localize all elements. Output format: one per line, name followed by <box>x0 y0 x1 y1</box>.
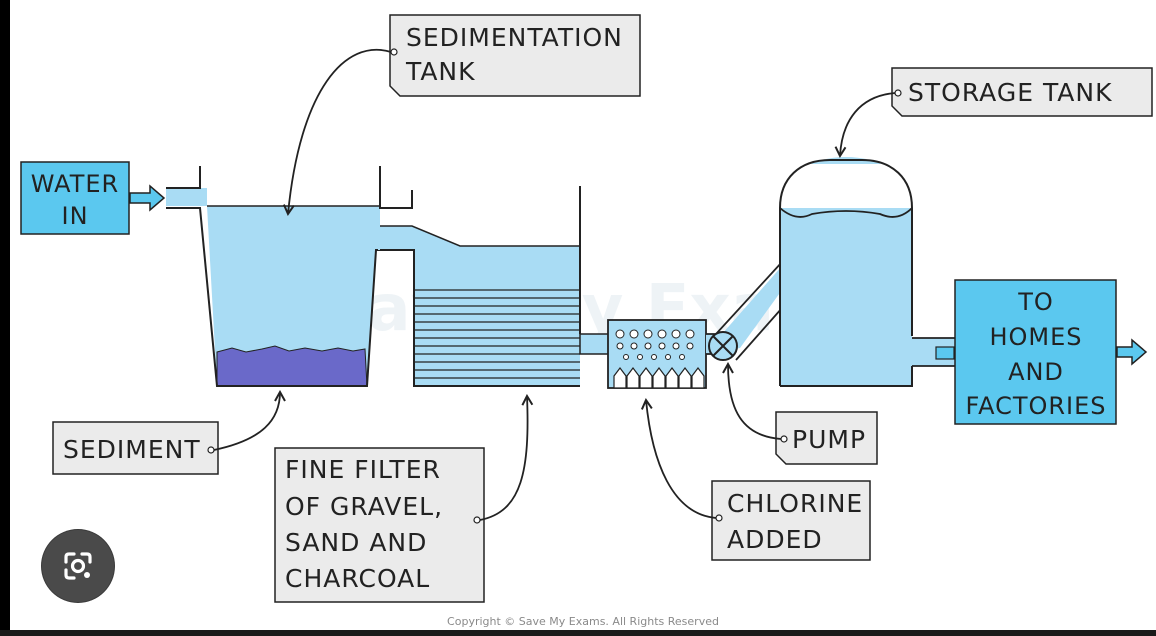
to-homes-line4: FACTORIES <box>965 392 1106 420</box>
sedimentation-tank-label: SEDIMENTATION TANK <box>389 14 641 97</box>
sediment-pointer <box>213 392 280 451</box>
sedimentation-label-line1: SEDIMENTATION <box>406 23 623 52</box>
to-homes-box: TO HOMES AND FACTORIES <box>954 279 1117 425</box>
chlorine-label-line2: ADDED <box>727 525 823 554</box>
connecting-pipe-2 <box>579 333 611 355</box>
outlet-arrow <box>1116 338 1148 366</box>
fine-filter-line3: SAND AND <box>285 528 427 557</box>
pump-label-text: PUMP <box>792 425 866 454</box>
bottom-bar <box>0 630 1156 636</box>
pump-symbol <box>708 331 738 361</box>
chlorine-label: CHLORINE ADDED <box>711 480 871 561</box>
to-homes-line3: AND <box>1008 358 1064 386</box>
fine-filter-line4: CHARCOAL <box>285 564 430 593</box>
google-lens-button[interactable] <box>42 530 114 602</box>
pump-label: PUMP <box>775 411 878 465</box>
google-lens-icon <box>64 552 92 580</box>
storage-tank-label: STORAGE TANK <box>891 67 1153 117</box>
sedimentation-label-line2: TANK <box>405 57 476 86</box>
filter-layers <box>414 289 580 379</box>
water-in-label-line2: IN <box>61 202 88 230</box>
sediment-label: SEDIMENT <box>52 421 219 475</box>
water-in-box: WATER IN <box>20 161 130 235</box>
to-homes-line1: TO <box>1017 288 1054 316</box>
to-homes-line2: HOMES <box>989 323 1082 351</box>
sediment-label-text: SEDIMENT <box>63 435 201 464</box>
fine-filter-pointer <box>479 396 528 521</box>
chlorine-unit <box>607 319 707 389</box>
sedimentation-pointer <box>288 48 392 214</box>
pump-pointer <box>728 364 782 440</box>
fine-filter-label: FINE FILTER OF GRAVEL, SAND AND CHARCOAL <box>274 447 485 603</box>
storage-tank <box>779 157 956 387</box>
chlorine-label-line1: CHLORINE <box>727 489 863 518</box>
fine-filter-line2: OF GRAVEL, <box>285 492 443 521</box>
sedimentation-tank <box>166 166 413 387</box>
water-in-label-line1: WATER <box>31 170 119 198</box>
sediment-layer <box>216 345 368 387</box>
storage-pointer <box>840 92 896 156</box>
chlorine-pointer <box>646 400 717 519</box>
fine-filter-line1: FINE FILTER <box>285 455 441 484</box>
storage-tank-label-text: STORAGE TANK <box>908 78 1112 107</box>
inlet-arrow <box>129 184 166 212</box>
copyright-text: Copyright © Save My Exams. All Rights Re… <box>447 615 719 628</box>
